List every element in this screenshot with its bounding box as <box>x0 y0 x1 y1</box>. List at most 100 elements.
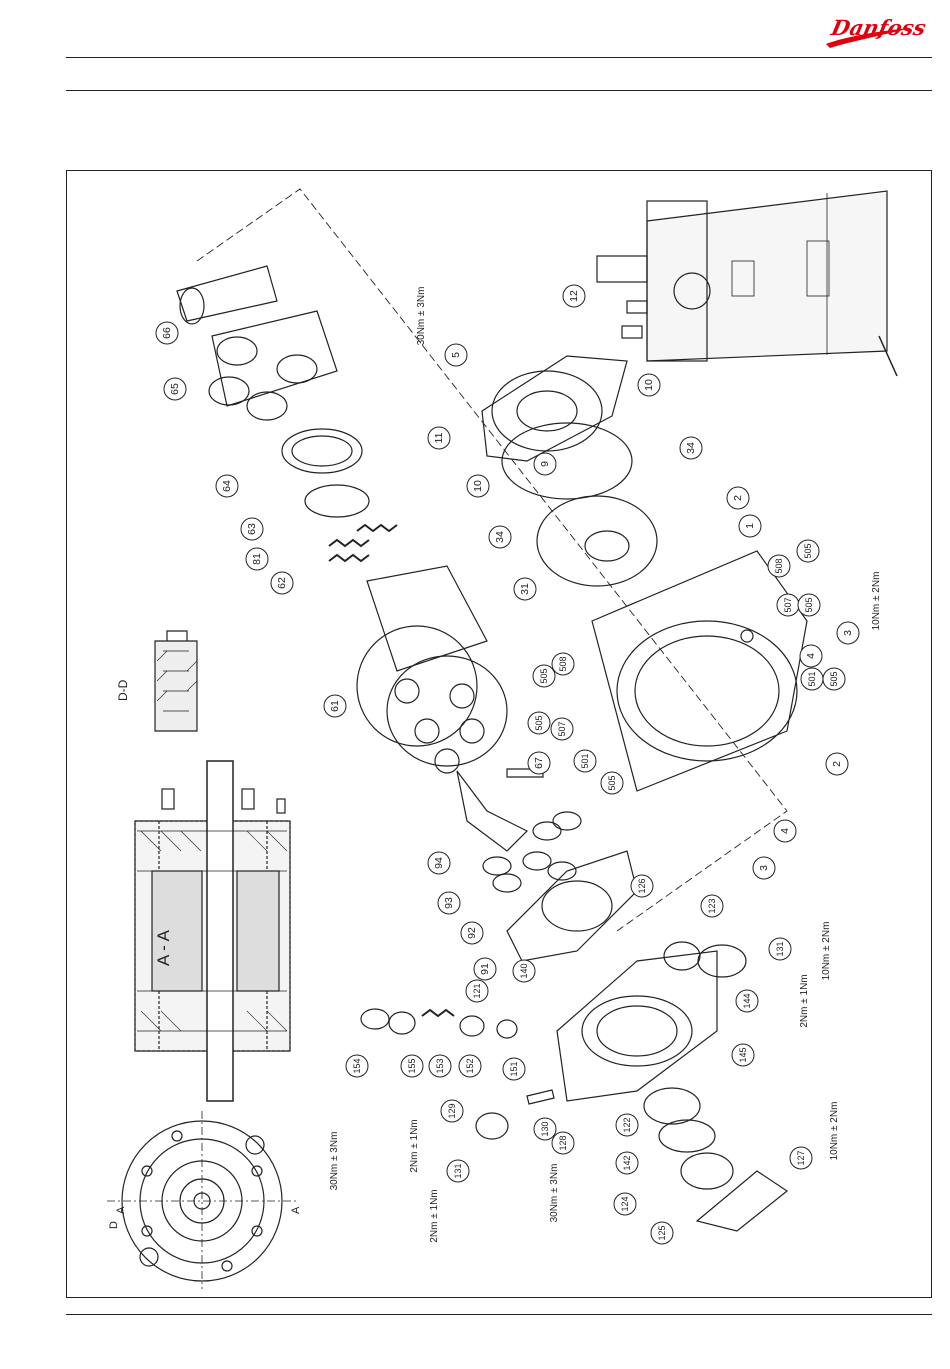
header-rule-bottom <box>66 90 932 91</box>
callout-501: 501 <box>800 667 824 691</box>
callout-number: 67 <box>533 757 545 769</box>
torque-label: 10Nm ± 2Nm <box>829 1102 840 1161</box>
callout-circle <box>551 652 575 676</box>
callout-number: 142 <box>622 1155 632 1170</box>
callout-number: 121 <box>472 983 482 998</box>
callout-128: 128 <box>551 1131 575 1155</box>
callout-circle <box>797 593 821 617</box>
cut-label-a-right: A <box>290 1206 302 1214</box>
callout-4: 4 <box>799 644 823 668</box>
callout-131: 131 <box>446 1159 470 1183</box>
callout-91: 91 <box>473 957 497 981</box>
callout-circle <box>573 749 597 773</box>
callout-circle <box>700 894 724 918</box>
callout-92: 92 <box>460 921 484 945</box>
exploded-view-drawing: A - A D-D D A A <box>107 188 898 1289</box>
callout-number: 3 <box>842 630 854 636</box>
seal-parts <box>360 1008 518 1039</box>
callout-circle <box>270 571 294 595</box>
callout-circle <box>615 1151 639 1175</box>
callout-number: 131 <box>775 941 785 956</box>
o-rings-93-94 <box>482 811 582 893</box>
callout-number: 34 <box>685 442 697 454</box>
plug-131 <box>475 1112 509 1140</box>
callout-number: 63 <box>246 523 258 535</box>
callout-122: 122 <box>615 1113 639 1137</box>
callout-circle <box>731 1043 755 1067</box>
callout-127: 127 <box>789 1146 813 1170</box>
callout-number: 127 <box>796 1150 806 1165</box>
callout-67: 67 <box>527 751 551 775</box>
springs <box>328 523 398 563</box>
callout-155: 155 <box>400 1054 424 1078</box>
torque-label: 2Nm ± 1Nm <box>799 974 810 1027</box>
callout-number: 124 <box>620 1196 630 1211</box>
callout-circle <box>437 891 461 915</box>
callout-circle <box>550 717 574 741</box>
callout-circle <box>562 284 586 308</box>
callout-number: 131 <box>453 1163 463 1178</box>
callout-circle <box>466 474 490 498</box>
callout-circle <box>427 426 451 450</box>
callout-circle <box>630 874 654 898</box>
callout-number: 93 <box>443 897 455 909</box>
callout-125: 125 <box>650 1221 674 1245</box>
callout-number: 9 <box>539 461 551 467</box>
callout-circle <box>155 321 179 345</box>
callout-131: 131 <box>768 937 792 961</box>
callout-63: 63 <box>240 517 264 541</box>
callout-2: 2 <box>726 486 750 510</box>
torque-label: 2Nm ± 1Nm <box>409 1119 420 1172</box>
callout-circle <box>836 621 860 645</box>
callout-circle <box>551 1131 575 1155</box>
callout-circle <box>637 373 661 397</box>
section-aa-view <box>134 760 291 1102</box>
callout-9: 9 <box>533 452 557 476</box>
callout-124: 124 <box>613 1192 637 1216</box>
callout-10: 10 <box>466 474 490 498</box>
callout-number: 4 <box>805 653 817 659</box>
callout-circle <box>428 1054 452 1078</box>
callout-circle <box>345 1054 369 1078</box>
callout-153: 153 <box>428 1054 452 1078</box>
callout-circle <box>650 1221 674 1245</box>
callout-circle <box>465 979 489 1003</box>
cut-label-d: D <box>108 1221 120 1229</box>
callout-140: 140 <box>512 959 536 983</box>
callout-number: 65 <box>169 383 181 395</box>
callout-circle <box>215 474 239 498</box>
callout-number: 507 <box>783 597 793 612</box>
callout-circle <box>613 1192 637 1216</box>
callout-circle <box>440 1099 464 1123</box>
plate-31 <box>536 495 658 587</box>
callout-1: 1 <box>738 514 762 538</box>
callout-circle <box>726 486 750 510</box>
callout-number: 505 <box>803 543 813 558</box>
footer-rule <box>66 1314 932 1315</box>
callout-number: 501 <box>807 671 817 686</box>
callout-number: 62 <box>276 577 288 589</box>
callout-circle <box>822 667 846 691</box>
screw-129 <box>526 1089 555 1105</box>
callout-81: 81 <box>245 547 269 571</box>
exploded-view-frame: A - A D-D D A A <box>66 170 932 1298</box>
callout-number: 155 <box>407 1058 417 1073</box>
callout-number: 154 <box>352 1058 362 1073</box>
callout-number: 10 <box>643 379 655 391</box>
callout-61: 61 <box>323 694 347 718</box>
callout-circle <box>400 1054 424 1078</box>
callout-number: 501 <box>580 753 590 768</box>
callout-number: 508 <box>774 558 784 573</box>
callout-number: 5 <box>450 352 462 358</box>
section-aa-label: A - A <box>154 929 173 966</box>
callout-66: 66 <box>155 321 179 345</box>
callout-number: 505 <box>804 597 814 612</box>
callout-4: 4 <box>773 819 797 843</box>
callout-circle <box>527 751 551 775</box>
callout-121: 121 <box>465 979 489 1003</box>
callout-3: 3 <box>752 856 776 880</box>
callout-505: 505 <box>797 593 821 617</box>
callout-circle <box>773 819 797 843</box>
callout-2: 2 <box>825 752 849 776</box>
callout-number: 31 <box>519 583 531 595</box>
